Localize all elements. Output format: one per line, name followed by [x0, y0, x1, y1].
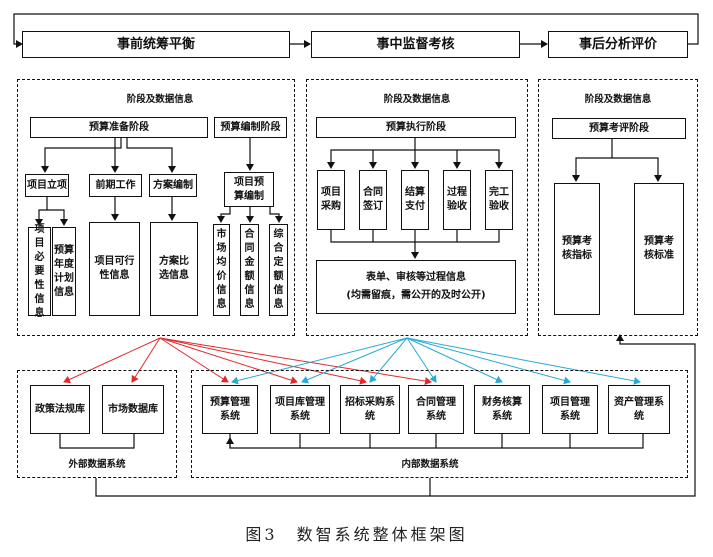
feasibility-info-box: 项目可行性信息 [89, 222, 140, 316]
policy-library-box: 政策法规库 [30, 385, 90, 434]
compile-stage-box: 预算编制阶段 [214, 117, 287, 138]
settlement-box: 结算支付 [401, 170, 429, 230]
finance-accounting-box: 财务核算系统 [474, 385, 530, 434]
phase-pre-box: 事前统筹平衡 [22, 31, 290, 58]
contract-sign-box: 合同签订 [359, 170, 387, 230]
external-systems-panel [17, 370, 177, 478]
asset-mgmt-box: 资产管理系统 [608, 385, 670, 434]
indicator-box: 预算考核指标 [554, 183, 600, 315]
post-panel-label: 阶段及数据信息 [568, 91, 668, 105]
internal-label: 内部数据系统 [390, 456, 470, 470]
annual-plan-info-box: 预算年度计划信息 [52, 227, 76, 316]
quota-info-box: 综合定额信息 [269, 224, 288, 316]
project-setup-box: 项目立项 [25, 174, 69, 197]
mid-panel-label: 阶段及数据信息 [367, 91, 467, 105]
mid-panel [306, 79, 528, 336]
pre-panel [17, 79, 295, 336]
standard-box: 预算考核标准 [634, 183, 684, 315]
plan-design-box: 方案编制 [149, 174, 197, 197]
procurement-box: 项目采购 [317, 170, 345, 230]
plan-compare-info-box: 方案比选信息 [150, 222, 198, 316]
market-database-box: 市场数据库 [102, 385, 164, 434]
post-panel [538, 79, 698, 336]
early-work-box: 前期工作 [89, 174, 142, 197]
project-mgmt-box: 项目管理系统 [542, 385, 598, 434]
project-library-box: 项目库管理系统 [270, 385, 330, 434]
process-info-box: 表单、审核等过程信息 (均需留痕，需公开的及时公开) [316, 260, 516, 314]
figure-caption: 图3 数智系统整体框架图 [245, 525, 468, 544]
budget-mgmt-box: 预算管理系统 [202, 385, 258, 434]
contract-amount-info-box: 合同金额信息 [240, 224, 259, 316]
prep-stage-box: 预算准备阶段 [30, 117, 208, 138]
process-acceptance-box: 过程验收 [443, 170, 471, 230]
completion-acceptance-box: 完工验收 [485, 170, 513, 230]
contract-mgmt-box: 合同管理系统 [408, 385, 464, 434]
eval-stage-box: 预算考评阶段 [552, 118, 686, 139]
process-info-line2: (均需留痕，需公开的及时公开) [346, 290, 486, 301]
internal-systems-panel [191, 370, 688, 478]
process-info-line1: 表单、审核等过程信息 [366, 272, 466, 283]
tender-procurement-box: 招标采购系统 [340, 385, 400, 434]
phase-mid-box: 事中监督考核 [311, 31, 520, 58]
market-price-info-box: 市场均价信息 [213, 224, 230, 316]
exec-stage-box: 预算执行阶段 [316, 117, 516, 138]
phase-post-box: 事后分析评价 [548, 31, 688, 58]
pre-panel-label: 阶段及数据信息 [110, 91, 210, 105]
external-label: 外部数据系统 [57, 456, 137, 470]
necessity-info-box: 项目必要性信息 [28, 224, 51, 319]
project-budget-box: 项目预算编制 [224, 172, 274, 207]
